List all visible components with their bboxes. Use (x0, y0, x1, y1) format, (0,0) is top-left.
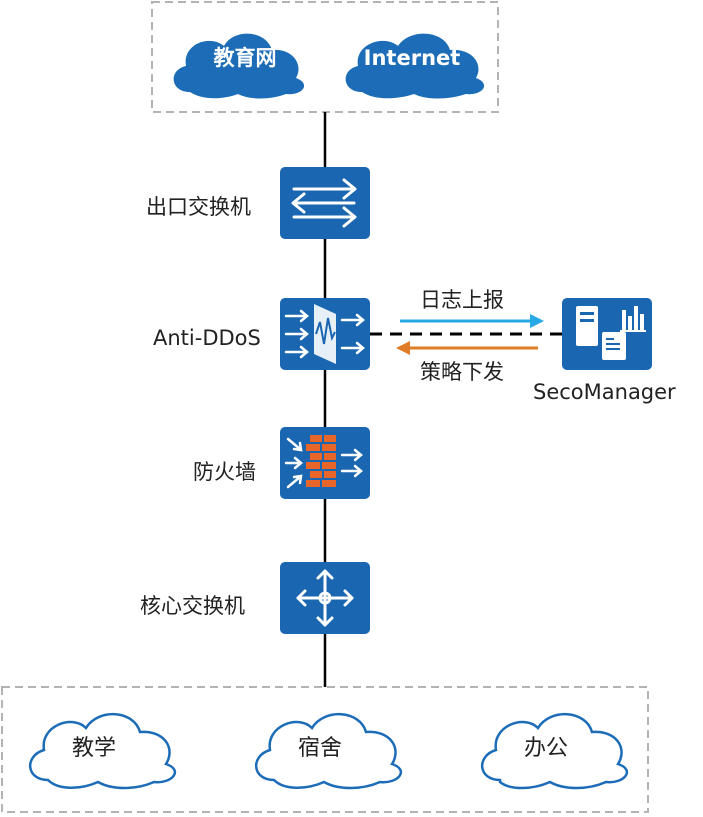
dorm-cloud-label: 宿舍 (297, 736, 342, 761)
firewall-label: 防火墙 (193, 460, 256, 484)
cloud-icon (254, 713, 403, 790)
seco-manager-icon[interactable] (562, 298, 652, 370)
cloud-icon (345, 33, 485, 99)
anti-ddos-icon[interactable] (280, 298, 370, 370)
teaching-cloud-label: 教学 (71, 736, 116, 761)
anti-ddos-label: Anti-DDoS (153, 326, 261, 350)
policy-deploy-arrow (396, 341, 538, 355)
cloud-icon (28, 713, 177, 790)
edu-net-cloud-label: 教育网 (213, 46, 277, 70)
internal-network-region (1, 686, 649, 813)
office-cloud-label: 办公 (523, 736, 568, 761)
seco-manager-label: SecoManager (533, 380, 676, 404)
cloud-icon (480, 713, 629, 790)
egress-switch-icon[interactable] (280, 167, 370, 239)
egress-switch-label: 出口交换机 (146, 195, 251, 219)
log-report-label: 日志上报 (420, 288, 504, 312)
cloud-icon (173, 33, 305, 99)
log-report-arrow (400, 314, 544, 328)
policy-deploy-label: 策略下发 (420, 360, 504, 384)
firewall-icon[interactable] (280, 427, 370, 499)
core-switch-label: 核心交换机 (140, 594, 245, 618)
internet-cloud-label: Internet (363, 46, 461, 70)
core-switch-icon[interactable] (280, 562, 370, 634)
